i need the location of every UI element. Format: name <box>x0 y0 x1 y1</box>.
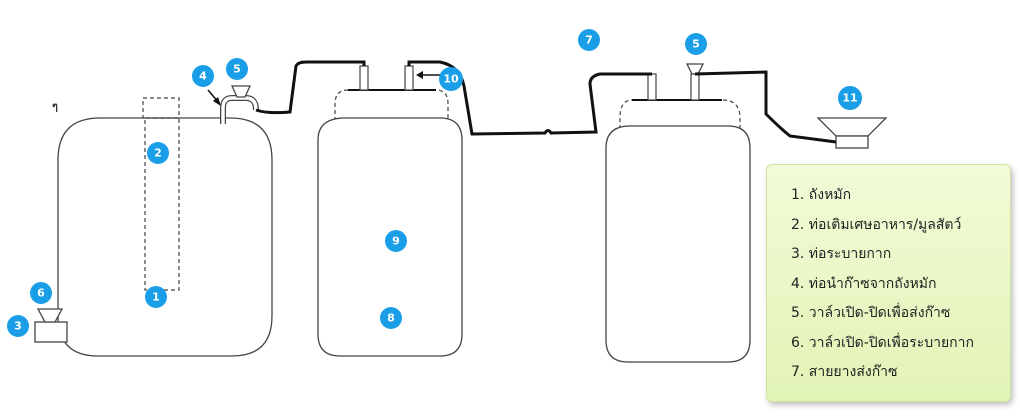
svg-text:11: 11 <box>842 92 857 105</box>
svg-text:2: 2 <box>154 147 162 160</box>
drain-valve <box>36 308 64 323</box>
feed-pipe-top <box>142 97 180 119</box>
svg-text:10: 10 <box>443 73 459 86</box>
legend-item-7: 7. สายยางส่งก๊าซ <box>791 364 898 380</box>
badge-2: 2 <box>147 142 169 164</box>
svg-text:3: 3 <box>14 320 22 333</box>
gas-stove <box>816 117 888 137</box>
gas-hose-to-stove <box>694 70 837 144</box>
svg-text:5: 5 <box>692 38 700 51</box>
legend-item-2: 2. ท่อเติมเศษอาหาร/มูลสัตว์ <box>791 216 962 233</box>
gas-holder-outlet-pipe <box>404 65 414 91</box>
svg-text:6: 6 <box>37 287 45 300</box>
legend-list: 1. ถังหมัก 2. ท่อเติมเศษอาหาร/มูลสัตว์ 3… <box>791 181 1010 388</box>
right-holder-outlet-pipe <box>690 73 700 101</box>
gas-hose <box>255 60 366 115</box>
gas-outlet-pipe-inner <box>221 96 258 124</box>
badge-11: 11 <box>838 86 862 110</box>
feed-pipe <box>144 117 180 291</box>
svg-text:5: 5 <box>233 63 241 76</box>
gas-holder-inlet-pipe <box>359 65 369 91</box>
svg-text:9: 9 <box>392 235 400 248</box>
svg-text:7: 7 <box>585 34 593 47</box>
legend-item-4: 4. ท่อนำก๊าซจากถังหมัก <box>791 275 937 292</box>
legend-item-1: 1. ถังหมัก <box>791 187 852 203</box>
drain-pipe <box>34 321 68 343</box>
badge-9: 9 <box>385 230 407 252</box>
badge-3: 3 <box>7 315 29 337</box>
badge-1: 1 <box>145 286 167 308</box>
digester-tank <box>57 117 273 357</box>
arrow-head <box>416 71 423 79</box>
svg-text:8: 8 <box>387 312 395 325</box>
svg-text:4: 4 <box>199 70 207 83</box>
gas-stove-base <box>835 135 869 149</box>
legend-item-3: 3. ท่อระบายกาก <box>791 246 892 262</box>
right-holder-inlet-pipe <box>647 73 657 101</box>
badge-7: 7 <box>578 29 600 51</box>
legend-item-6: 6. วาล์วเปิด-ปิดเพื่อระบายกาก <box>791 334 974 351</box>
badge-5-right: 5 <box>685 33 707 55</box>
badge-5-left: 5 <box>226 58 248 80</box>
badge-8: 8 <box>380 307 402 329</box>
right-holder-tank <box>605 125 751 363</box>
stray-mark: ๆ <box>52 100 58 113</box>
badge-6: 6 <box>30 282 52 304</box>
badge-4: 4 <box>192 65 214 87</box>
legend-item-5: 5. วาล์วเปิด-ปิดเพื่อส่งก๊าซ <box>791 305 951 321</box>
svg-text:1: 1 <box>152 291 160 304</box>
legend-box: 1. ถังหมัก 2. ท่อเติมเศษอาหาร/มูลสัตว์ 3… <box>766 164 1011 402</box>
badge-10: 10 <box>439 67 463 91</box>
arrow-head <box>213 97 221 106</box>
gas-valve-left <box>230 85 252 98</box>
